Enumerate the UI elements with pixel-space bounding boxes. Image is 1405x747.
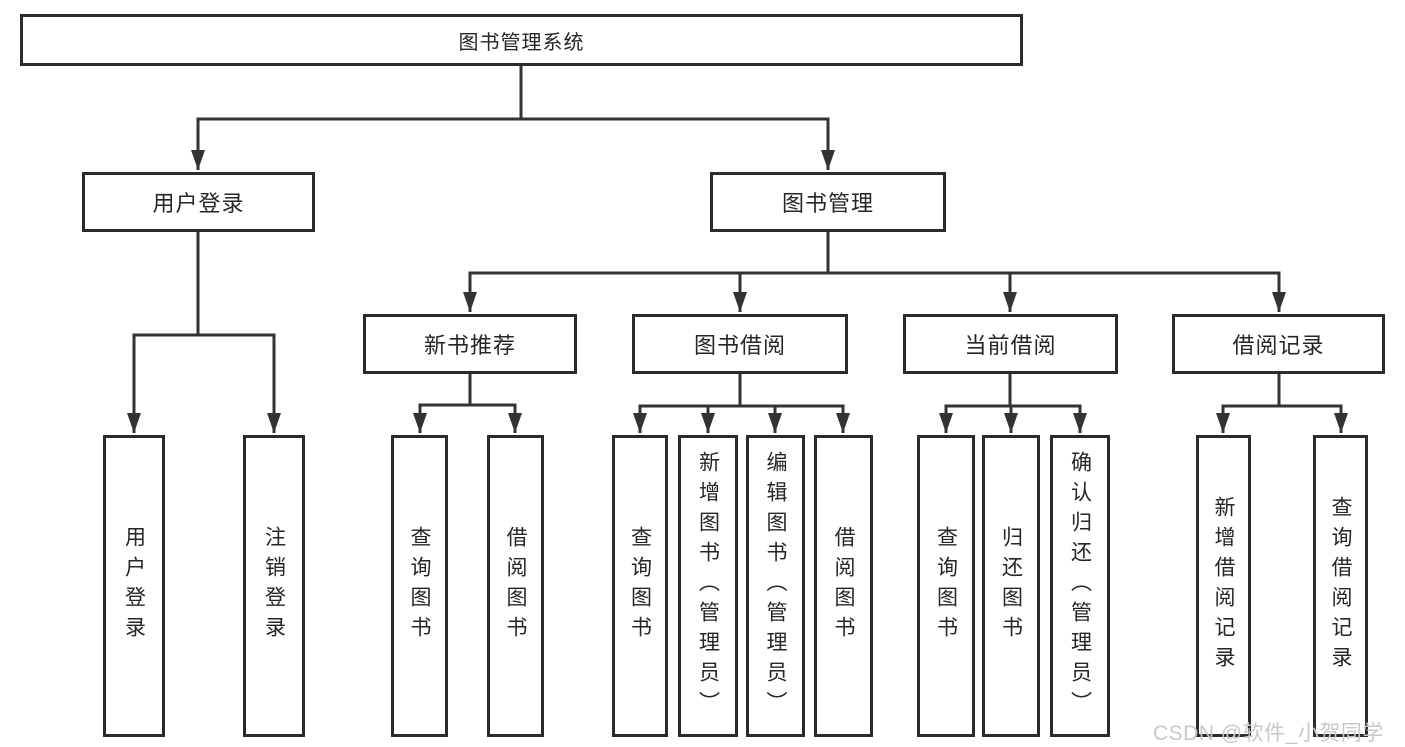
leaf-return-books: 归还图书 — [982, 435, 1040, 737]
leaf-edit-books-admin: 编辑图书（管理员） — [746, 435, 805, 737]
leaf-query-books-current: 查询图书 — [917, 435, 975, 737]
leaf-query-books-borrow: 查询图书 — [612, 435, 668, 737]
node-book-management: 图书管理 — [710, 172, 946, 232]
leaf-add-borrow-record: 新增借阅记录 — [1196, 435, 1251, 737]
node-borrow-records: 借阅记录 — [1172, 314, 1385, 374]
leaf-add-books-admin: 新增图书（管理员） — [678, 435, 738, 737]
leaf-logout: 注销登录 — [243, 435, 305, 737]
leaf-borrow-books-recommend: 借阅图书 — [487, 435, 544, 737]
leaf-borrow-books: 借阅图书 — [814, 435, 873, 737]
node-library-management-system: 图书管理系统 — [20, 14, 1023, 66]
leaf-user-login: 用户登录 — [103, 435, 165, 737]
leaf-confirm-return-admin: 确认归还（管理员） — [1050, 435, 1110, 737]
node-current-borrowing: 当前借阅 — [903, 314, 1118, 374]
leaf-query-borrow-record: 查询借阅记录 — [1313, 435, 1368, 737]
leaf-query-books-recommend: 查询图书 — [391, 435, 448, 737]
node-user-login: 用户登录 — [82, 172, 315, 232]
csdn-watermark: CSDN @软件_小贺同学 — [1153, 722, 1384, 745]
node-book-borrowing: 图书借阅 — [632, 314, 848, 374]
node-new-book-recommendation: 新书推荐 — [363, 314, 577, 374]
